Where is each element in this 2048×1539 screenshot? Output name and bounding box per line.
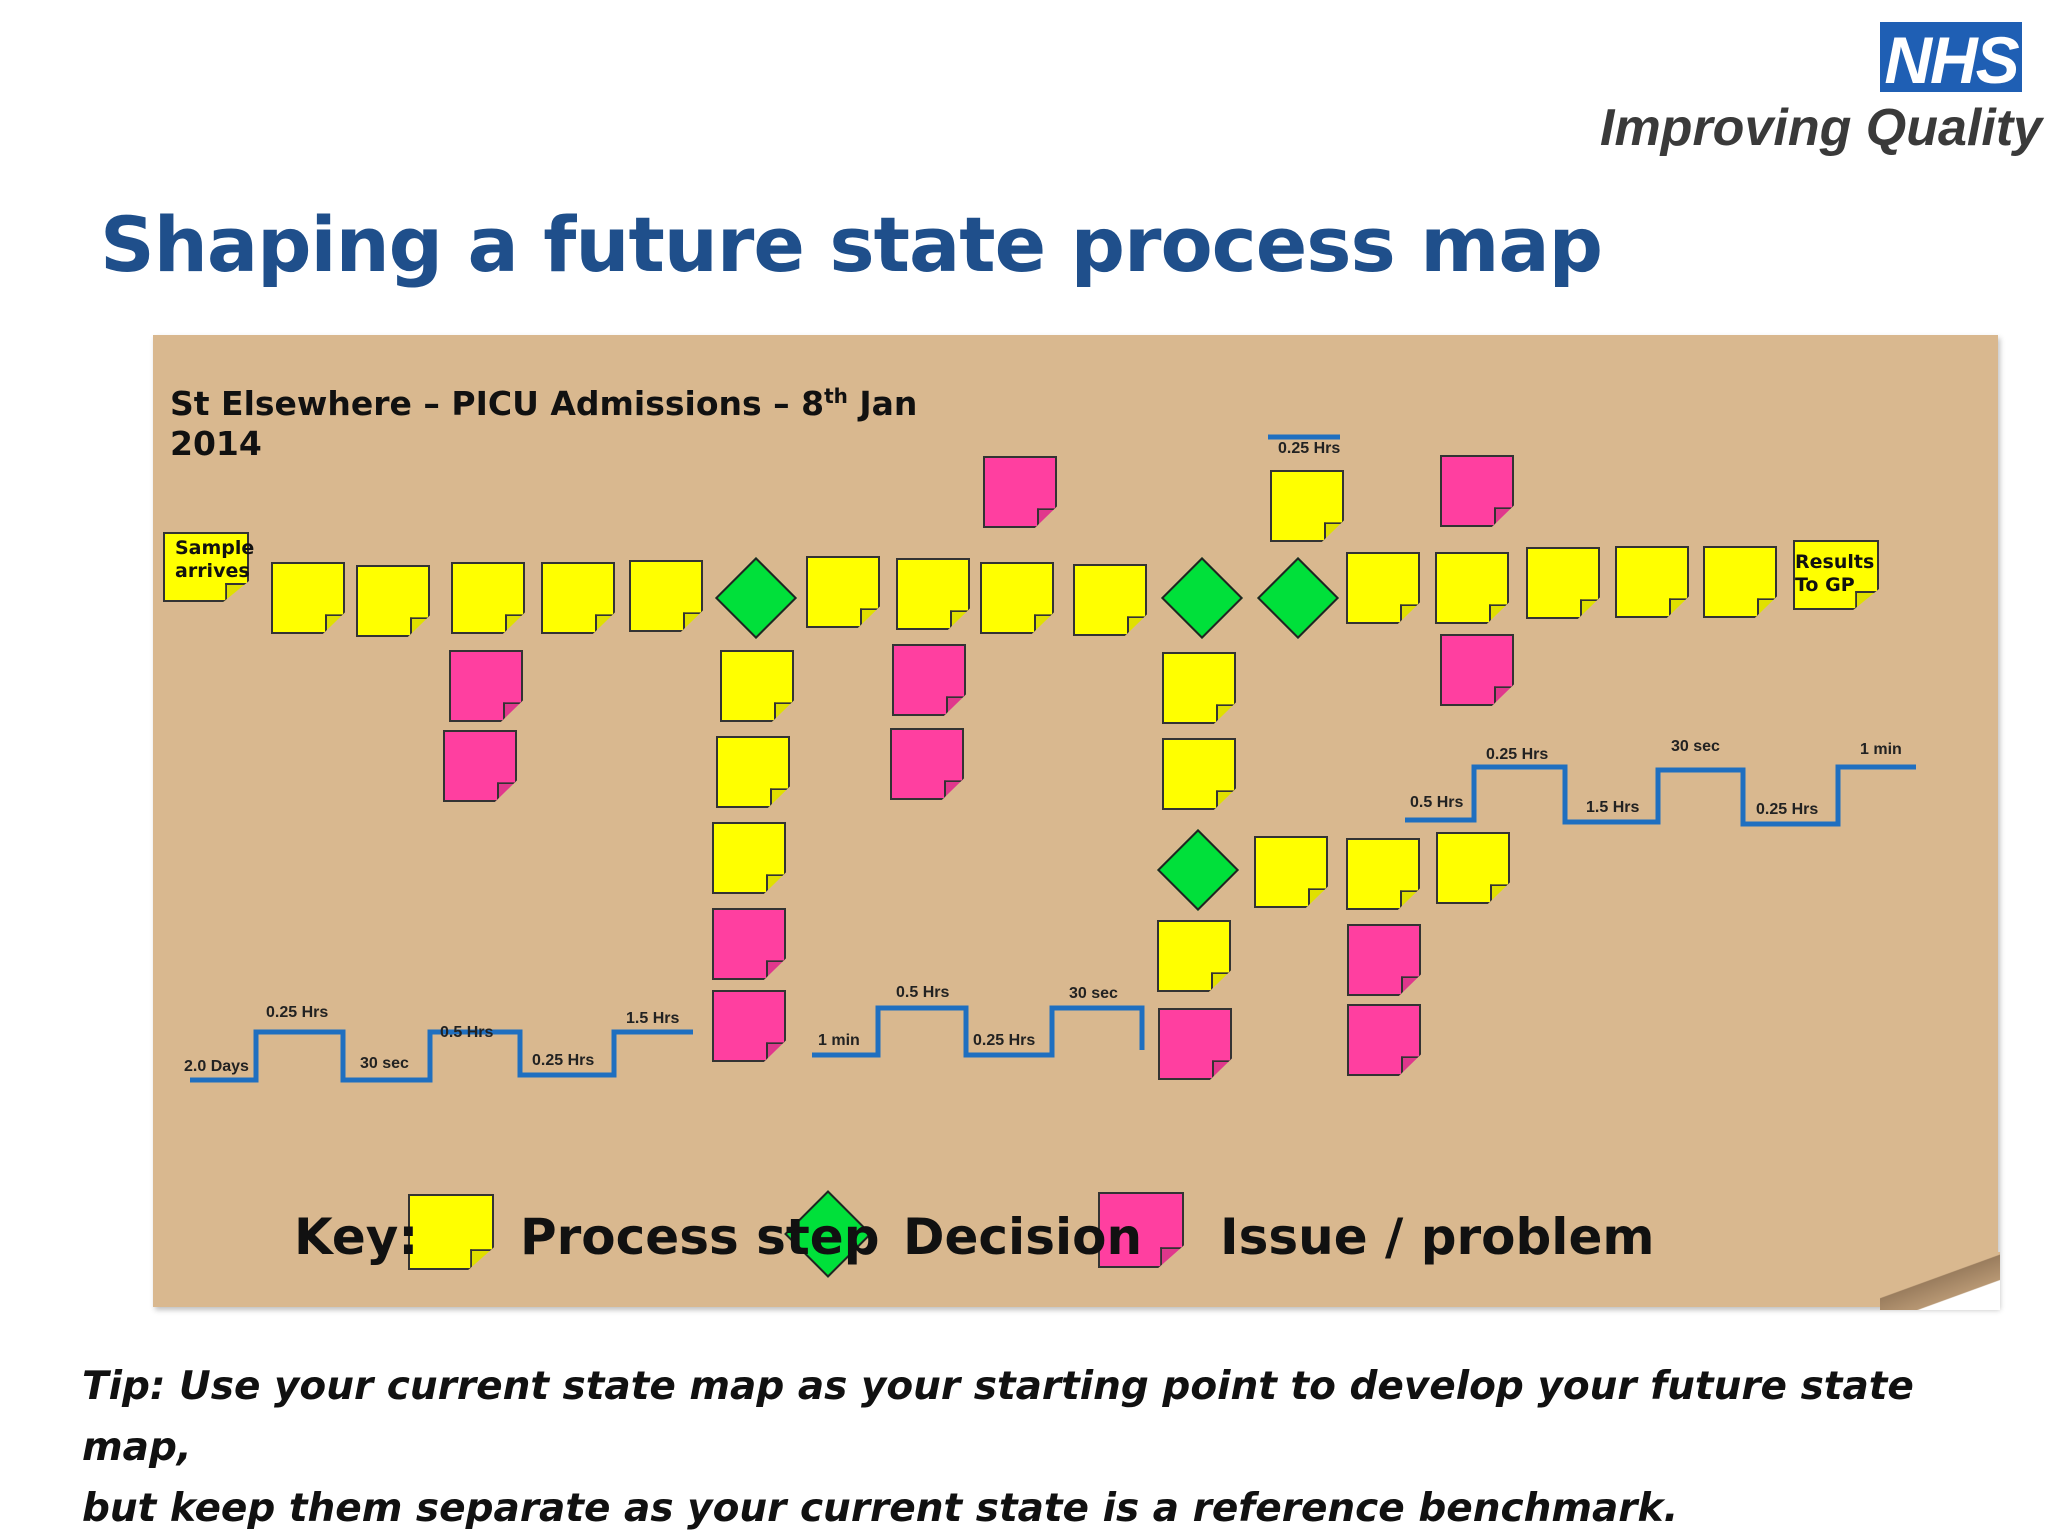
process-step-note [1346,552,1420,624]
map-title-main: St Elsewhere – PICU Admissions – 8 [170,384,825,423]
timeline-label: 0.5 Hrs [440,1024,494,1041]
timeline-label: 0.5 Hrs [896,984,950,1001]
start-note-label: Sample arrives [175,537,254,583]
process-step-note [896,558,970,630]
timeline-label: 0.5 Hrs [1410,794,1464,811]
timeline-label: 30 sec [1671,738,1720,755]
end-note-line1: Results [1795,551,1875,573]
key-issue-label: Issue / problem [1220,1208,1655,1266]
timeline-label: 1.5 Hrs [626,1010,680,1027]
map-title-suffix: th [824,384,848,408]
process-step-note [1162,652,1236,724]
tip-text: Tip: Use your current state map as your … [82,1356,1982,1539]
map-title: St Elsewhere – PICU Admissions – 8th Jan… [170,376,930,464]
timeline-label: 1 min [1860,741,1902,758]
timeline-label: 2.0 Days [184,1058,249,1075]
timeline-label: 0.25 Hrs [1278,440,1341,457]
tip-line2: but keep them separate as your current s… [82,1486,1679,1531]
process-step-note [1270,470,1344,542]
page-title: Shaping a future state process map [100,200,1603,289]
process-map-board [153,335,1998,1307]
key-process-label: Process step [520,1208,880,1266]
process-step-note [720,650,794,722]
timeline-label: 0.25 Hrs [266,1004,329,1021]
board-page-curl [1880,1252,2000,1310]
key-decision-label: Decision [903,1208,1143,1266]
timeline-label: 30 sec [360,1055,409,1072]
process-step-note [1435,552,1509,624]
timeline-label: 30 sec [1069,985,1118,1002]
timeline-label: 0.25 Hrs [532,1052,595,1069]
timeline-label: 0.25 Hrs [1486,746,1549,763]
process-step-note [1615,546,1689,618]
issue-note [712,908,786,980]
timeline-label: 1 min [818,1032,860,1049]
map-title-month: Jan [847,384,918,423]
process-step-note [806,556,880,628]
end-note-line2: To GP [1795,574,1855,596]
start-note-line1: Sample [175,537,255,559]
key-label: Key: [294,1208,419,1266]
timeline-label: 0.25 Hrs [1756,801,1819,818]
map-title-year: 2014 [170,424,262,463]
timeline-label: 1.5 Hrs [1586,799,1640,816]
issue-note [712,990,786,1062]
process-step-note [271,562,345,634]
logo-tagline: Improving Quality [1600,99,2043,157]
issue-note [1158,1008,1232,1080]
issue-note [1440,634,1514,706]
nhs-logo: NHS [1880,22,2022,95]
end-note-label: Results To GP [1795,551,1874,597]
start-note-line2: arrives [175,560,250,582]
tip-line1: Tip: Use your current state map as your … [82,1364,1914,1470]
process-step-note [1162,738,1236,810]
process-step-note [451,562,525,634]
issue-note [1347,1004,1421,1076]
issue-note [1440,455,1514,527]
process-step-note [980,562,1054,634]
timeline-label: 0.25 Hrs [973,1032,1036,1049]
key-process-icon [408,1194,494,1270]
process-step-note [1436,832,1510,904]
